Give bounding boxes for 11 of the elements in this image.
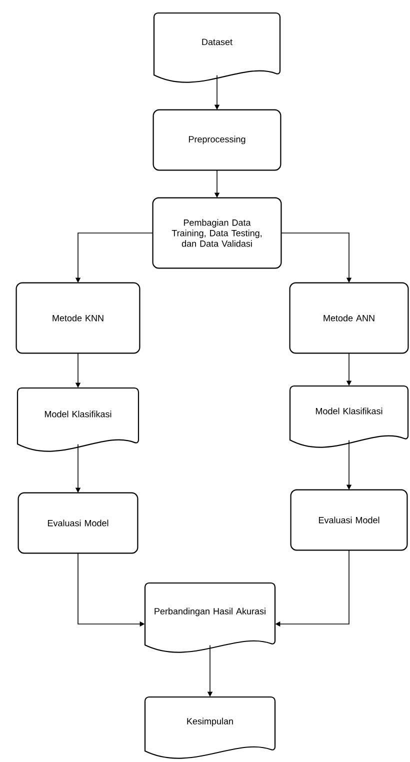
process-box: Preprocessing — [152, 109, 282, 171]
process-box: Metode ANN — [289, 282, 409, 354]
process-box: Metode KNN — [16, 282, 140, 354]
document-box: Model Klasifikasi — [16, 387, 140, 452]
document-box: Dataset — [153, 12, 281, 83]
process-box: Pembagian Data Training, Data Testing, dan Data Validasi — [152, 197, 282, 269]
document-box: Kesimpulan — [144, 696, 276, 759]
document-box: Model Klasifikasi — [289, 385, 409, 448]
process-box: Evaluasi Model — [290, 489, 408, 551]
process-box: Evaluasi Model — [18, 492, 138, 554]
document-box: Perbandingan Hasil Akurasi — [144, 582, 276, 653]
